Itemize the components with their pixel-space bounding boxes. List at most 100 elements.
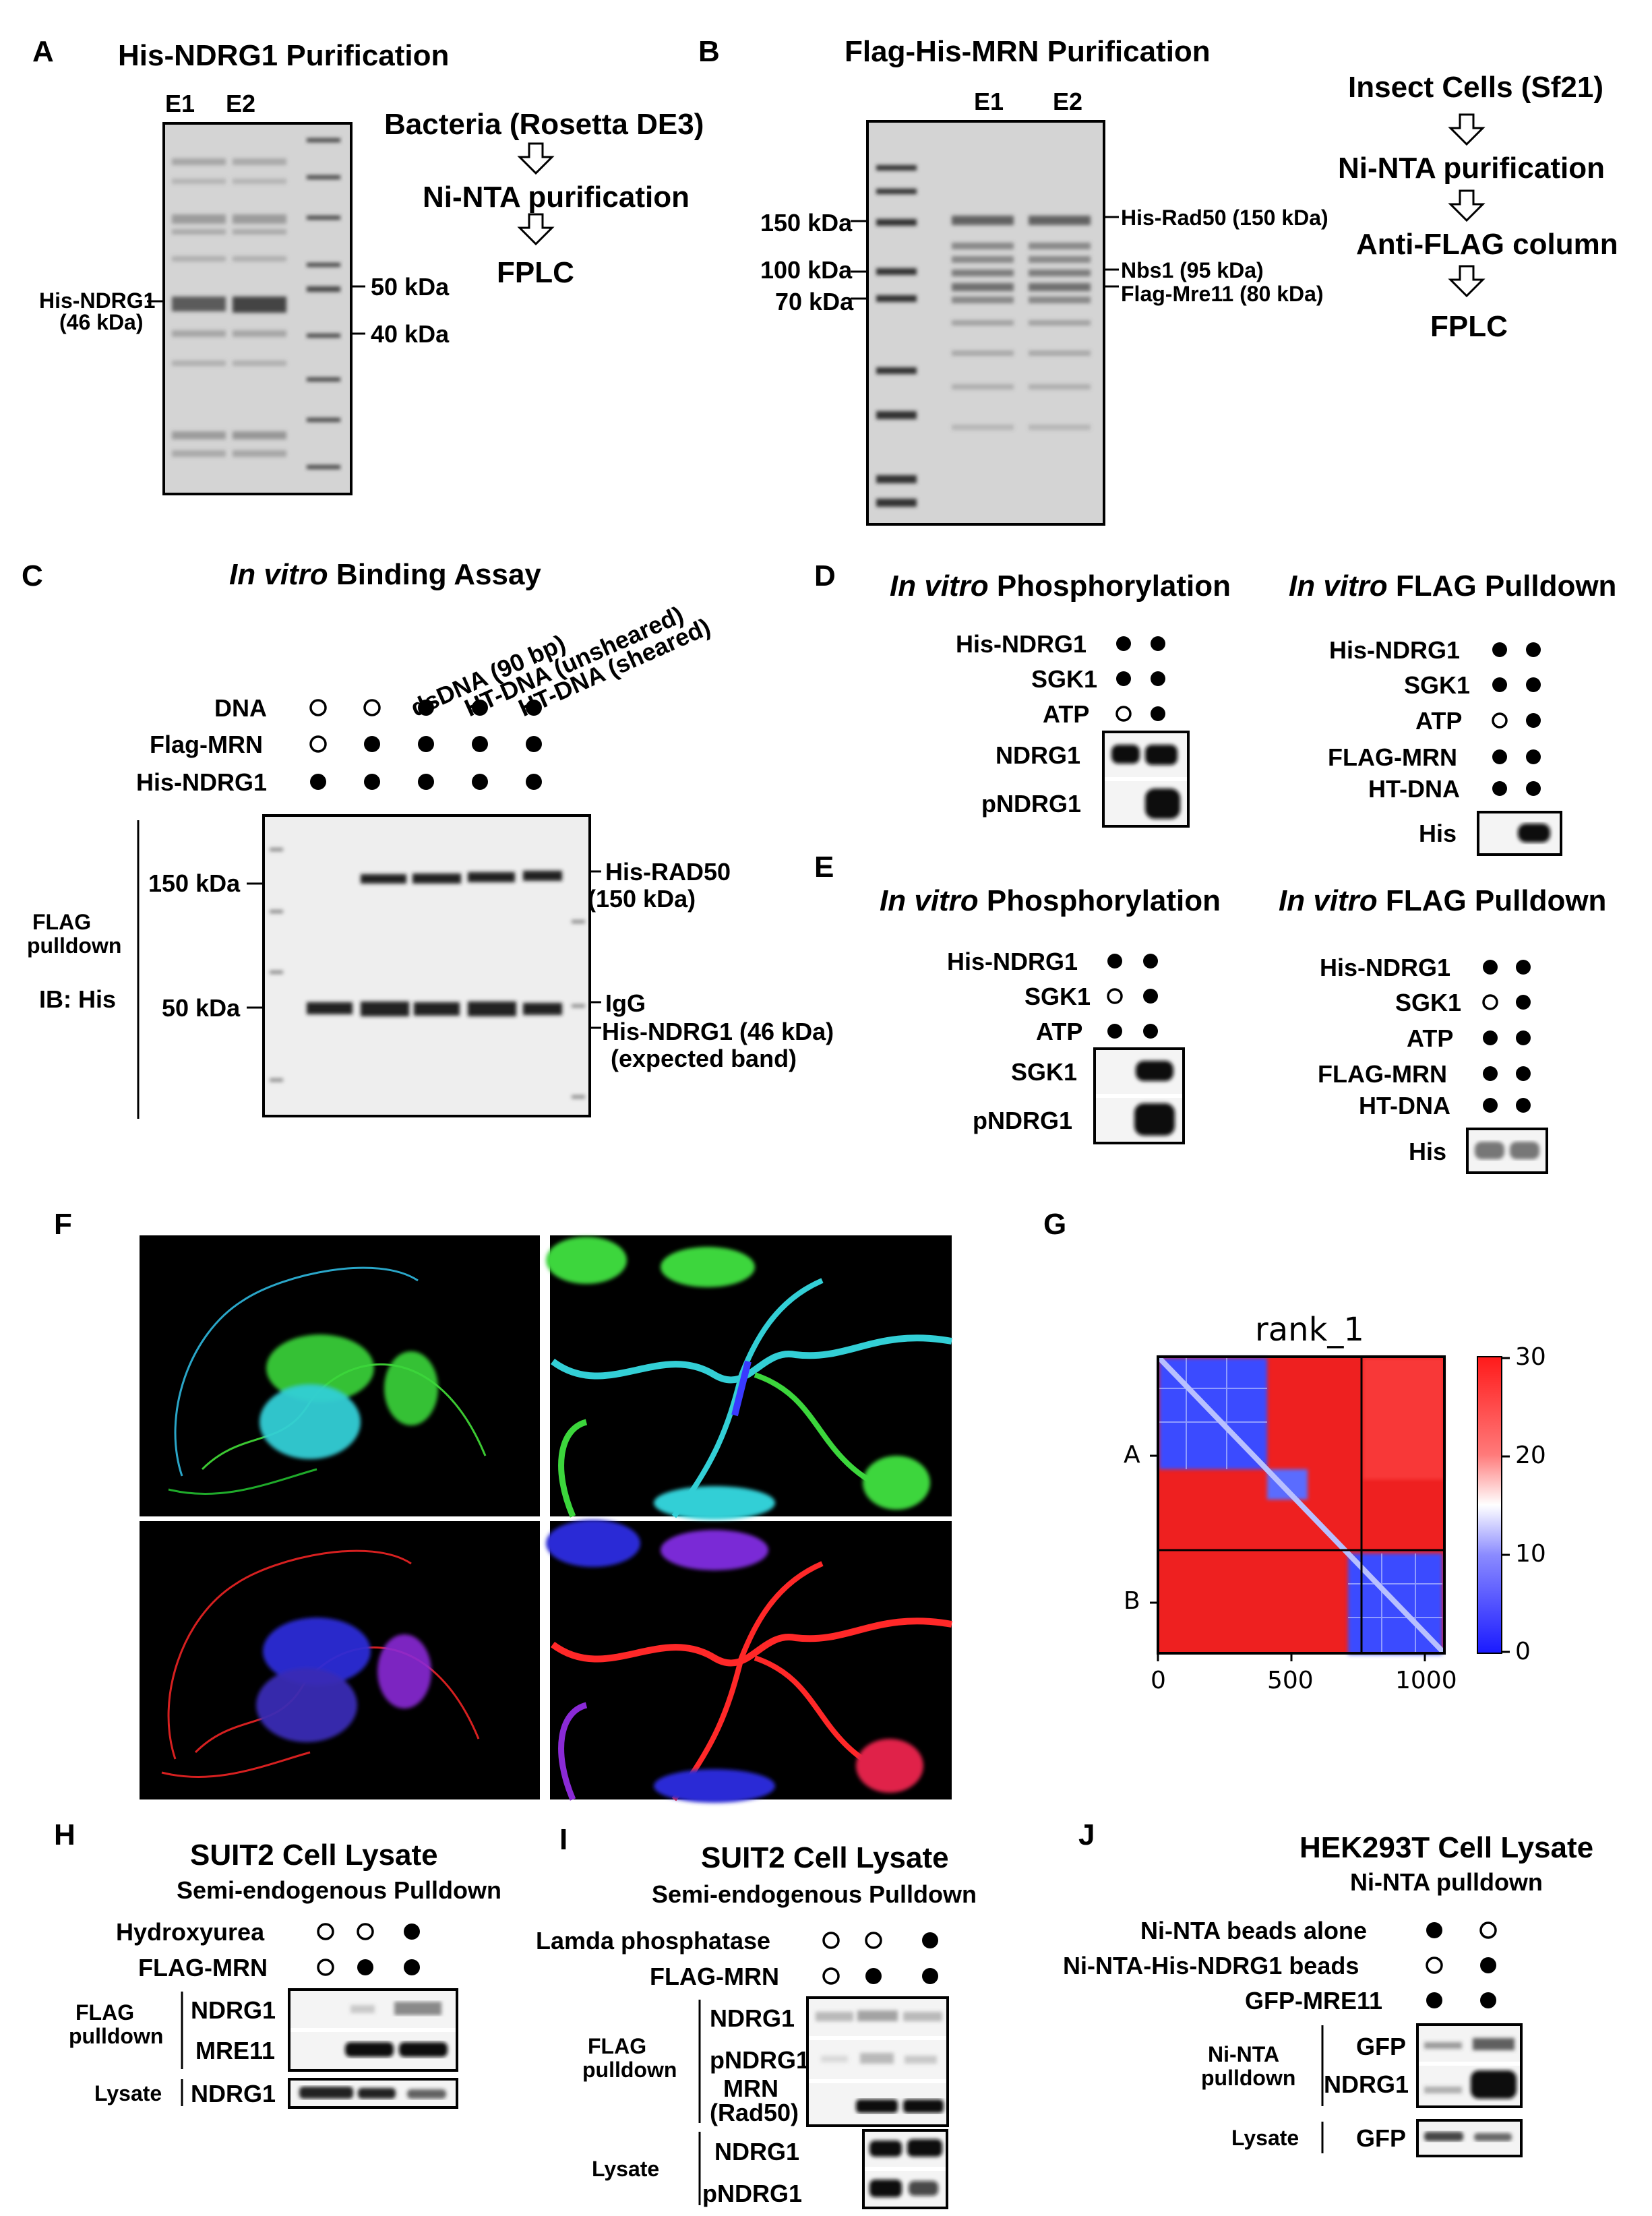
panel-b-marker-150: 150 kDa	[760, 209, 853, 237]
panel-h-group1-b: pulldown	[69, 2024, 164, 2048]
panel-d-left-title-italic: In vitro	[890, 570, 989, 603]
panel-c-band-rad50-size: (150 kDa)	[588, 885, 696, 913]
panel-a-flow-step-1: Bacteria (Rosetta DE3)	[384, 108, 704, 141]
panel-e-right-title-rest: FLAG Pulldown	[1377, 884, 1607, 917]
panel-j-blot-1: GFP	[1356, 2033, 1407, 2060]
panel-a-flow-step-3: FPLC	[497, 256, 574, 289]
panel-h-letter: H	[54, 1818, 75, 1851]
panel-e-right-row-5: HT-DNA	[1359, 1092, 1450, 1119]
panel-c-row-his-ndrg1: His-NDRG1	[136, 768, 268, 796]
panel-d-left-title: In vitro Phosphorylation	[890, 570, 1231, 603]
panel-c-letter: C	[22, 559, 43, 592]
panel-a-lane-e2: E2	[226, 90, 256, 117]
panel-d-left-row-1: His-NDRG1	[956, 630, 1087, 658]
panel-i-subtitle: Semi-endogenous Pulldown	[652, 1880, 977, 1908]
panel-b-gel	[851, 120, 1119, 526]
panel-d-right-row-2: SGK1	[1404, 671, 1471, 699]
panel-b-flow-step-1: Insect Cells (Sf21)	[1348, 71, 1604, 104]
panel-h-blots	[181, 1988, 458, 2109]
panel-g-cbar-tick-0: 0	[1515, 1638, 1531, 1665]
panel-c-side-pulldown: pulldown	[27, 933, 122, 958]
panel-i-blot-1: NDRG1	[710, 2004, 795, 2032]
panel-i-blot-3: MRN	[723, 2074, 778, 2102]
panel-b-band-rad50: His-Rad50 (150 kDa)	[1121, 206, 1328, 230]
panel-a-flow-step-2: Ni-NTA purification	[423, 181, 690, 214]
panel-i-row-2: FLAG-MRN	[650, 1963, 779, 1990]
panel-g-letter: G	[1043, 1208, 1067, 1241]
panel-j-blot-2: NDRG1	[1324, 2070, 1409, 2098]
panel-j-group1-b: pulldown	[1201, 2066, 1296, 2090]
panel-b-title: Flag-His-MRN Purification	[845, 35, 1211, 68]
panel-i-blot-5: NDRG1	[714, 2138, 800, 2165]
panel-c-dots	[309, 699, 542, 790]
panel-e-left-row-3: ATP	[1036, 1018, 1083, 1045]
panel-g-heatmap	[1150, 1355, 1510, 1661]
panel-c-row-flag-mrn: Flag-MRN	[150, 731, 263, 758]
panel-e-right-row-1: His-NDRG1	[1320, 954, 1451, 981]
panel-j-title: HEK293T Cell Lysate	[1299, 1831, 1594, 1864]
panel-e-left-dots	[1107, 954, 1158, 1039]
panel-f-structures	[140, 1235, 952, 1803]
panel-i-blot-6: pNDRG1	[702, 2180, 803, 2207]
panel-b-marker-70: 70 kDa	[775, 288, 854, 315]
panel-i-group1-a: FLAG	[588, 2034, 647, 2058]
panel-b-band-mre11: Flag-Mre11 (80 kDa)	[1121, 282, 1324, 306]
panel-h-group2: Lysate	[94, 2081, 162, 2105]
panel-e-left-blot-1: SGK1	[1011, 1058, 1078, 1086]
panel-h-dots	[317, 1923, 420, 1976]
panel-j-blot-3: GFP	[1356, 2124, 1407, 2152]
panel-j-letter: J	[1078, 1818, 1095, 1851]
panel-a-marker-40: 40 kDa	[371, 320, 450, 348]
panel-d-right-title-rest: FLAG Pulldown	[1387, 570, 1617, 603]
panel-h-row-2: FLAG-MRN	[138, 1954, 268, 1981]
panel-e-right-dots	[1482, 960, 1531, 1113]
panel-d-left-row-2: SGK1	[1031, 665, 1098, 693]
panel-e-left-blot	[1093, 1047, 1185, 1144]
panel-j-group1-a: Ni-NTA	[1208, 2042, 1280, 2066]
panel-a-gel	[147, 122, 365, 495]
panel-f-letter: F	[54, 1208, 72, 1241]
panel-a-flow-arrows	[517, 142, 555, 246]
panel-b-lane-e1: E1	[974, 88, 1004, 115]
panel-g-x-tick-0: 0	[1151, 1667, 1166, 1694]
panel-b-marker-100: 100 kDa	[760, 256, 853, 284]
panel-e-right-row-3: ATP	[1407, 1024, 1454, 1052]
panel-j-subtitle: Ni-NTA pulldown	[1350, 1868, 1543, 1896]
panel-g-x-tick-1000: 1000	[1395, 1667, 1457, 1694]
panel-b-flow-step-2: Ni-NTA purification	[1338, 152, 1605, 185]
panel-c-blot	[137, 814, 601, 1119]
panel-i-title: SUIT2 Cell Lysate	[701, 1841, 949, 1874]
panel-e-letter: E	[814, 851, 834, 884]
panel-g-cbar-tick-30: 30	[1515, 1343, 1546, 1371]
panel-c-side-ib: IB: His	[39, 985, 117, 1013]
panel-d-right-blot	[1477, 811, 1562, 856]
panel-b-flow-step-3: Anti-FLAG column	[1356, 228, 1618, 261]
panel-e-left-row-2: SGK1	[1024, 983, 1091, 1010]
panel-d-left-title-rest: Phosphorylation	[988, 570, 1231, 603]
panel-d-left-blot-2: pNDRG1	[981, 790, 1082, 818]
panel-d-right-title-italic: In vitro	[1289, 570, 1388, 603]
panel-c-title-italic: In vitro	[229, 558, 328, 591]
panel-i-letter: I	[559, 1823, 568, 1856]
panel-a-letter: A	[32, 35, 54, 68]
panel-i-blot-4: (Rad50)	[710, 2099, 799, 2126]
panel-j-blots	[1321, 2023, 1523, 2157]
panel-c-side-flag: FLAG	[32, 910, 92, 934]
panel-e-left-title: In vitro Phosphorylation	[880, 884, 1221, 918]
panel-c-marker-50: 50 kDa	[162, 994, 241, 1022]
panel-e-right-row-4: FLAG-MRN	[1318, 1060, 1447, 1088]
panel-j-row-3: GFP-MRE11	[1245, 1987, 1383, 2014]
panel-j-row-1: Ni-NTA beads alone	[1140, 1917, 1368, 1944]
panel-d-left-blot-1: NDRG1	[996, 741, 1081, 769]
panel-b-flow-arrows	[1448, 113, 1486, 298]
panel-b-band-nbs1: Nbs1 (95 kDa)	[1121, 258, 1264, 282]
panel-c-band-igg: IgG	[605, 989, 646, 1017]
panel-h-row-1: Hydroxyurea	[116, 1918, 265, 1946]
panel-d-left-blot	[1102, 731, 1190, 828]
panel-i-blot-2: pNDRG1	[710, 2046, 810, 2074]
panel-a-title: His-NDRG1 Purification	[118, 39, 450, 72]
panel-a-marker-50: 50 kDa	[371, 273, 450, 301]
panel-a-band-size: (46 kDa)	[59, 310, 144, 334]
panel-h-group1-a: FLAG	[75, 2000, 135, 2025]
panel-g-cbar-tick-10: 10	[1515, 1540, 1546, 1568]
